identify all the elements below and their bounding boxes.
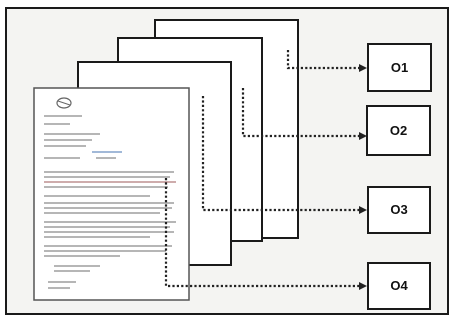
output-box-o4: O4 — [367, 262, 431, 310]
output-box-o1: O1 — [367, 43, 432, 92]
arrow-to-o1 — [286, 50, 367, 72]
connectors — [164, 50, 367, 290]
document-text-lines — [44, 115, 176, 289]
arrow-to-o4 — [164, 178, 367, 290]
output-label-o2: O2 — [390, 123, 407, 138]
output-label-o1: O1 — [391, 60, 408, 75]
output-box-o2: O2 — [366, 105, 431, 156]
output-label-o4: O4 — [390, 278, 408, 293]
scanned-document — [33, 87, 190, 301]
output-label-o3: O3 — [390, 202, 407, 217]
output-box-o3: O3 — [367, 186, 431, 234]
document-seal-icon — [56, 97, 72, 109]
